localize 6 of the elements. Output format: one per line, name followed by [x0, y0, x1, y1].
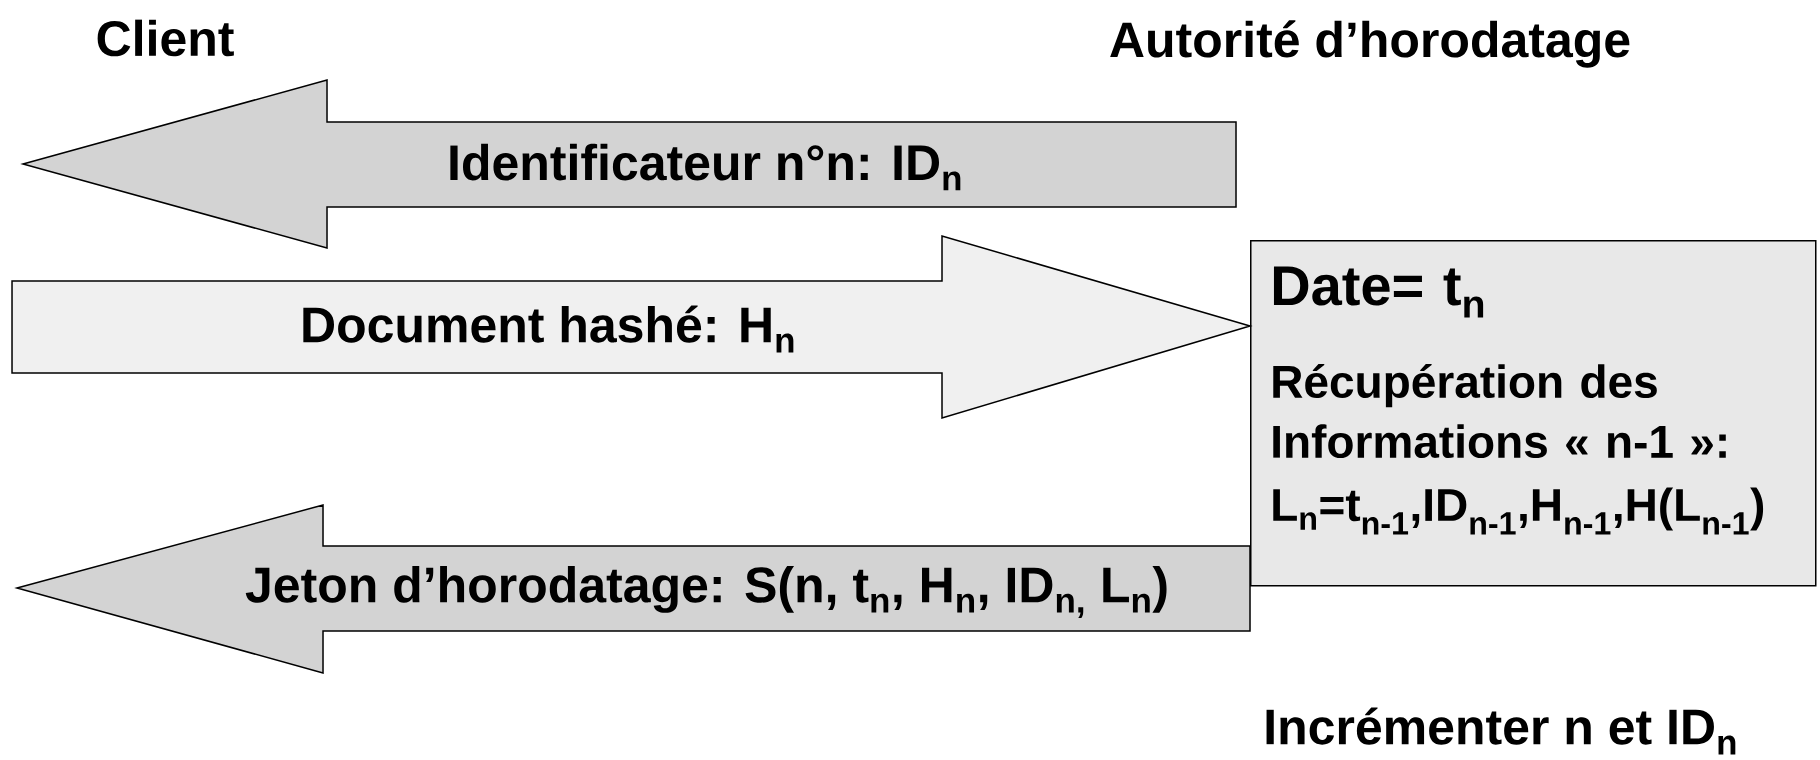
- edge-label: Jeton d’horodatage: S(n, t$_{n}$, H$_{n}$, ID$_{n,}$ L$_{n}$): [245, 566, 1167, 618]
- party-label: Client: [97, 19, 234, 57]
- party-label: Autorité d’horodatage: [1110, 20, 1630, 68]
- note-text: Incrémenter n et ID$_{n}$: [1266, 707, 1736, 755]
- process-box: Date= t$_{n}$ Récupération des Informations « n-1 »: L$_{n}$=t$_{n-1}$,ID$_{n-1}$,H$_{n-1}$,H(L$_{n-1}$): [1250, 240, 1817, 587]
- edge-label: Document hashé: H$_{n}$: [303, 305, 794, 353]
